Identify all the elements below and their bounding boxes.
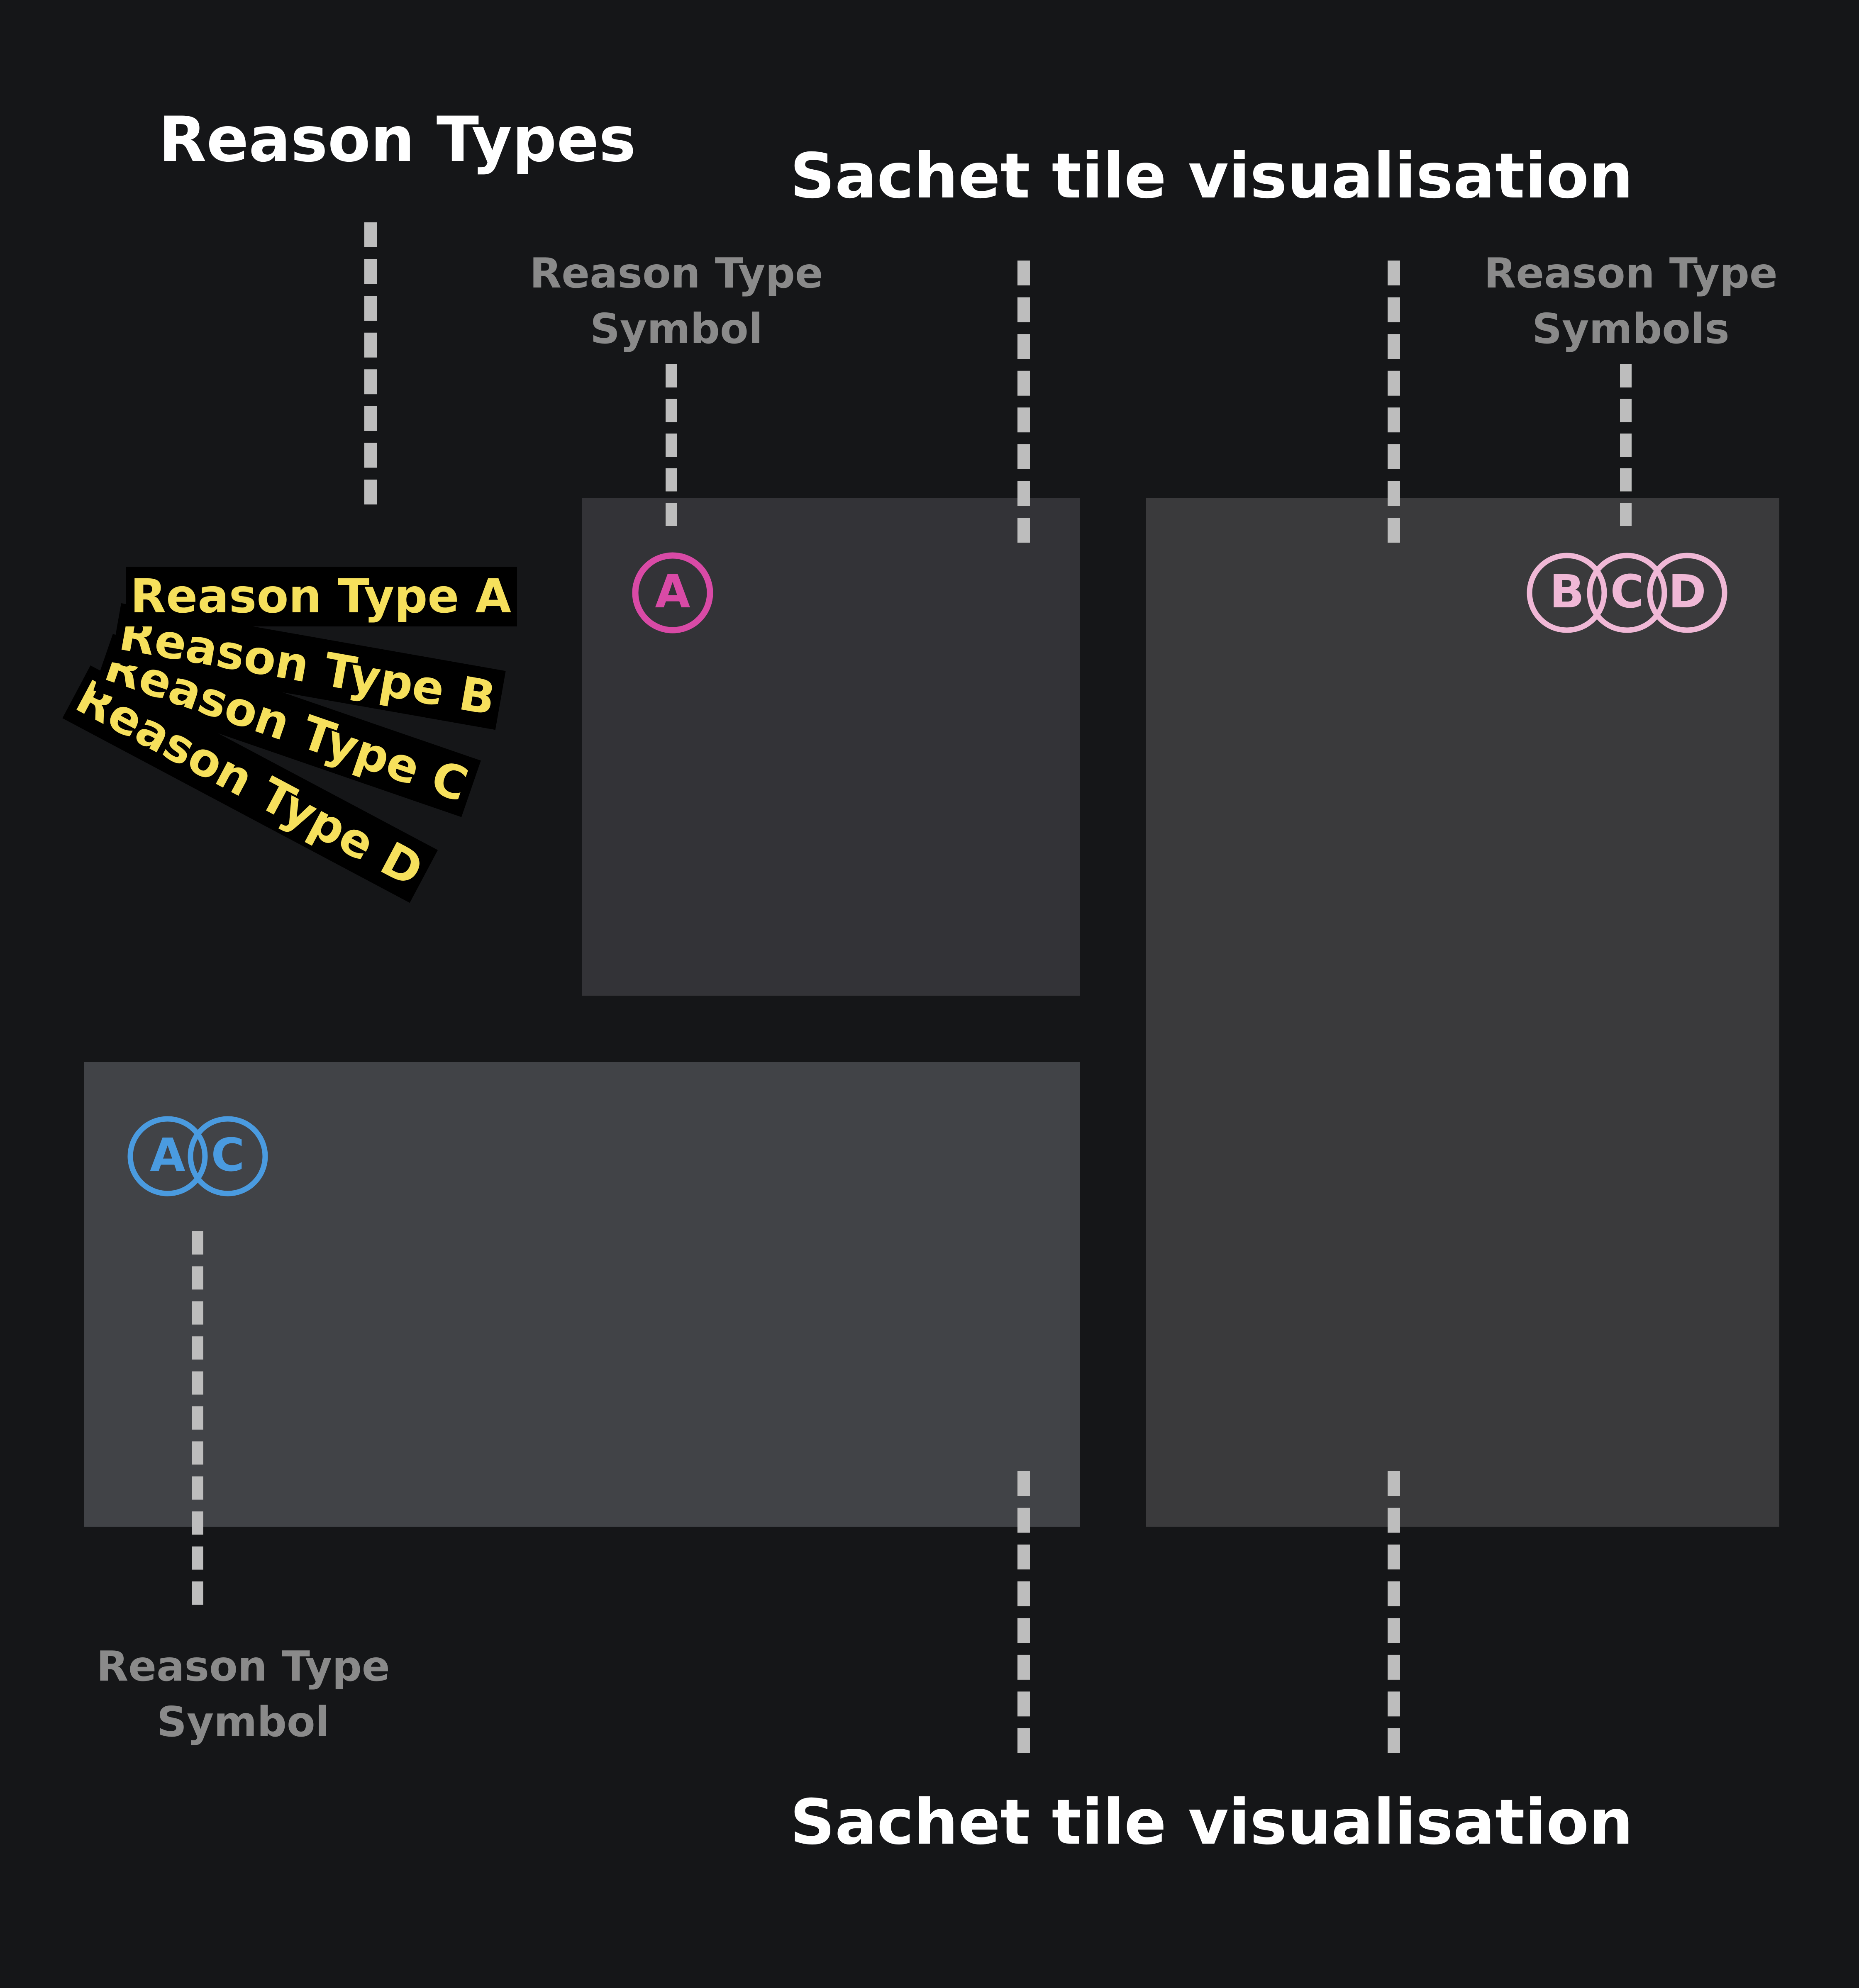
sachet-tile-wide <box>84 1062 1080 1527</box>
reason-type-symbol-label-bottom: Reason Type Symbol <box>56 1639 430 1750</box>
reason-types-heading: Reason Types <box>159 104 636 176</box>
reason-type-symbols-label-right: Reason Type Symbols <box>1444 246 1818 357</box>
connector-tile-tall-bottom <box>1388 1471 1400 1753</box>
symbol-letter: D <box>1668 565 1706 618</box>
sachet-tile-heading-bottom: Sachet tile visualisation <box>790 1786 1633 1859</box>
reason-symbols-ac-blue: A C <box>127 1116 268 1196</box>
connector-symbol-small <box>666 364 677 526</box>
connector-symbols-tall <box>1620 364 1632 526</box>
symbol-ring <box>127 1116 208 1196</box>
symbol-ring <box>1527 553 1607 633</box>
label-line: Reason Type <box>96 1642 390 1691</box>
label-line: Reason Type <box>529 249 823 297</box>
reason-symbols-bcd-pink: B C D <box>1527 553 1727 633</box>
label-line: Reason Type <box>1484 249 1778 297</box>
symbol-letter: A <box>655 565 690 618</box>
label-line: Symbols <box>1532 305 1730 353</box>
connector-tile-tall-top <box>1388 261 1400 543</box>
label-line: Symbol <box>157 1698 329 1746</box>
connector-symbol-wide <box>192 1231 203 1605</box>
symbol-letter: C <box>1610 565 1644 618</box>
connector-tile-wide-bottom <box>1017 1471 1030 1753</box>
symbol-ring <box>188 1116 268 1196</box>
symbol-letter: B <box>1549 565 1584 618</box>
label-line: Symbol <box>590 305 763 353</box>
sachet-tile-heading-top: Sachet tile visualisation <box>790 140 1633 212</box>
symbol-letter: C <box>211 1128 245 1182</box>
reason-type-symbol-label-top: Reason Type Symbol <box>490 246 863 357</box>
sachet-tile-tall <box>1146 498 1779 1527</box>
symbol-ring <box>1647 553 1727 633</box>
symbol-letter: A <box>150 1128 185 1182</box>
symbol-ring <box>632 552 713 633</box>
reason-type-tag-a: Reason Type A <box>126 567 517 626</box>
connector-reason-types <box>364 222 377 504</box>
symbol-ring <box>1587 553 1667 633</box>
sachet-tile-small <box>582 498 1080 996</box>
connector-tile-small-top <box>1017 261 1030 543</box>
reason-symbol-a-magenta: A <box>632 552 713 633</box>
